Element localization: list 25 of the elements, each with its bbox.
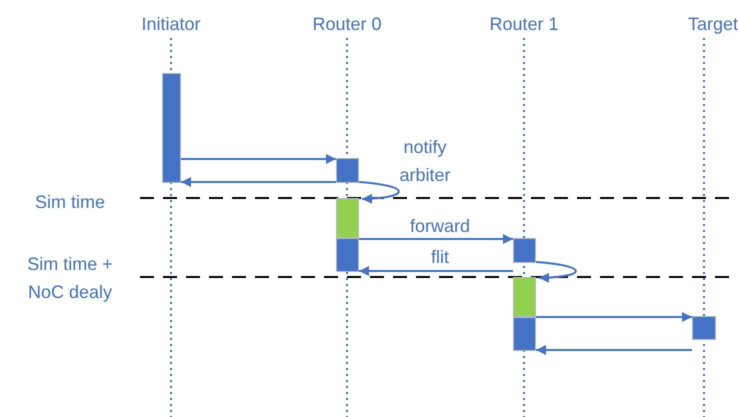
activation-bar — [336, 158, 359, 183]
text-label: Router 1 — [488, 13, 560, 36]
text-label: flit — [430, 246, 450, 269]
activation-bar — [336, 198, 359, 238]
text-label: Router 0 — [311, 13, 383, 36]
message-arrow — [536, 261, 577, 283]
message-arrow — [181, 177, 336, 187]
message-arrow — [359, 266, 513, 276]
message-arrow — [358, 181, 400, 204]
activation-bar — [513, 277, 536, 317]
message-arrow — [536, 345, 692, 355]
activation-bar — [513, 317, 536, 351]
activation-bar — [692, 316, 716, 340]
text-label: Initiator — [140, 13, 202, 36]
text-label: forward — [408, 215, 472, 238]
activation-bar — [336, 238, 359, 272]
activation-bar — [162, 73, 181, 183]
message-arrow — [181, 154, 336, 164]
message-arrow — [536, 312, 692, 322]
text-label: Sim time + NoC dealy — [26, 253, 114, 304]
text-label: Sim time — [34, 191, 106, 214]
activation-bar — [513, 238, 536, 263]
message-arrow — [359, 234, 513, 244]
text-label: notify arbiter — [398, 136, 452, 187]
text-label: Target — [686, 13, 738, 36]
